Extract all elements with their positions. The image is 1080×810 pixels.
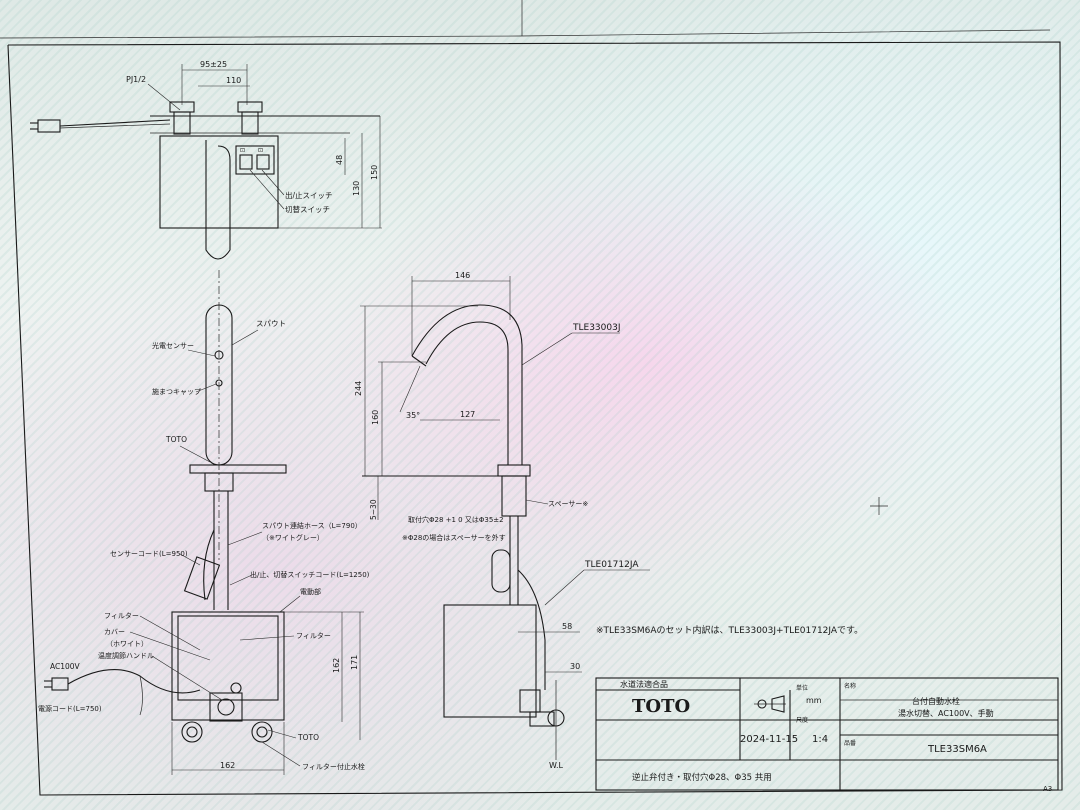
dim-58: 58 xyxy=(562,622,572,631)
drawing-frame xyxy=(7,41,1063,796)
dim-150: 150 xyxy=(370,165,379,180)
model-spout: TLE33003J xyxy=(572,323,620,333)
unit-label: 単位 xyxy=(796,684,808,692)
switch-toggle-label: 切替スイッチ xyxy=(285,204,330,214)
dim-48: 48 xyxy=(335,155,344,165)
svg-text:⊡: ⊡ xyxy=(240,147,245,154)
counter-plate xyxy=(189,464,287,474)
valve-body-front xyxy=(491,549,511,593)
spacer-label: スペーサー※ xyxy=(548,500,588,508)
top-view: 95±25 110 PJ1/2 ⊡ ⊡ 48 130 150 出/止スイッチ 切替… xyxy=(30,60,382,260)
valve-head-right xyxy=(237,101,263,113)
model-box: TLE01712JA xyxy=(584,560,639,570)
pj-label: PJ1/2 xyxy=(126,75,146,84)
svg-text:⊡: ⊡ xyxy=(258,147,263,154)
filter-valve-label: フィルター付止水栓 xyxy=(302,762,365,771)
leader xyxy=(147,83,181,111)
product-note: 逆止弁付き・取付穴Φ28、Φ35 共用 xyxy=(632,772,772,783)
toto-label: TOTO xyxy=(165,435,187,444)
name-label: 名称 xyxy=(844,682,856,690)
valve-left xyxy=(181,721,203,743)
sensor-dot xyxy=(214,350,224,360)
product-name: 台付自動水栓 xyxy=(912,696,960,706)
dim-130: 130 xyxy=(352,181,361,196)
ac100v-label: AC100V xyxy=(50,662,81,671)
sensor-cord-label: センサーコード(L=950) xyxy=(110,550,188,558)
toto-box-label: TOTO xyxy=(297,733,319,742)
hose-label: スパウト連結ホース（L=790） xyxy=(262,521,362,530)
dim-244: 244 xyxy=(354,381,363,396)
filter-label: フィルター xyxy=(104,611,139,620)
cover-label: カバー xyxy=(104,628,125,636)
dim-171: 171 xyxy=(350,655,359,670)
wl-label: W.L xyxy=(549,761,564,770)
product-spec: 湯水切替、AC100V、手動 xyxy=(898,708,994,718)
control-box-front xyxy=(443,604,537,718)
temp-handle xyxy=(209,692,243,722)
spout-arc-outer xyxy=(411,304,523,465)
cap-label: 施まつキャップ xyxy=(152,387,201,396)
crosshair-mark xyxy=(870,497,888,515)
scale-value: 1:4 xyxy=(812,734,828,745)
switch-panel xyxy=(235,145,275,175)
switch-cord-label: 出/止、切替スイッチコード(L=1250) xyxy=(250,570,370,579)
hose-color-label: （※ワイトグレー） xyxy=(262,533,324,542)
angle-35: 35° xyxy=(406,411,420,420)
dim-95: 95±25 xyxy=(200,60,227,69)
brand-logo: TOTO xyxy=(632,696,690,717)
dim-162-width: 162 xyxy=(220,761,235,770)
dim-5-30: 5~30 xyxy=(369,499,378,520)
spout-arc-inner xyxy=(425,321,509,465)
side-view: スパウト 光電センサー 施まつキャップ TOTO スパウト連結ホース（L=790… xyxy=(38,270,370,775)
control-box-side xyxy=(171,611,285,721)
dim-162-height: 162 xyxy=(332,658,341,673)
part-label: 品番 xyxy=(844,740,856,747)
part-number: TLE33SM6A xyxy=(927,744,987,755)
sheet-size: A3 xyxy=(1043,785,1052,793)
dim-160: 160 xyxy=(371,410,380,425)
projection-symbol xyxy=(754,695,786,713)
body-label: 電動部 xyxy=(300,587,321,596)
scale-label: 尺度 xyxy=(796,716,808,724)
white-label: （ホワイト） xyxy=(106,640,148,648)
front-view: 146 244 160 35° 127 TLE33003J 5~30 スペーサー… xyxy=(354,271,650,770)
set-note: ※TLE33SM6Aのセット内訳は、TLE33003J+TLE01712JAです… xyxy=(596,624,863,636)
power-cord-label: 電源コード(L=750) xyxy=(38,704,102,713)
temp-handle-label: 温度調節ハンドル xyxy=(98,651,154,660)
paper-top-edge xyxy=(0,29,1051,39)
standard-label: 水道法適合品 xyxy=(620,679,668,689)
sensor-unit xyxy=(183,556,221,600)
switch-onoff-label: 出/止スイッチ xyxy=(285,190,333,200)
power-plug xyxy=(37,119,61,133)
dim-146: 146 xyxy=(455,271,470,280)
dim-110: 110 xyxy=(226,76,241,85)
filter2-label: フィルター xyxy=(296,631,331,640)
sensor-label: 光電センサー xyxy=(152,341,194,350)
hole-note: ※Φ28の場合はスペーサーを外す xyxy=(402,533,506,542)
control-box-top xyxy=(159,135,279,229)
spout-label: スパウト xyxy=(256,319,286,328)
spout-outline-top xyxy=(205,140,231,260)
valve-right xyxy=(251,721,273,743)
title-block: 水道法適合品 TOTO 単位 mm 尺度 1:4 2024-11-15 名称 台… xyxy=(595,677,1059,793)
dim-30: 30 xyxy=(570,662,580,671)
date-value: 2024-11-15 xyxy=(740,734,798,745)
dim-127: 127 xyxy=(460,410,475,419)
unit-value: mm xyxy=(806,696,822,705)
hole-label: 取付穴Φ28 +1 0 又はΦ35±2 xyxy=(408,515,504,524)
